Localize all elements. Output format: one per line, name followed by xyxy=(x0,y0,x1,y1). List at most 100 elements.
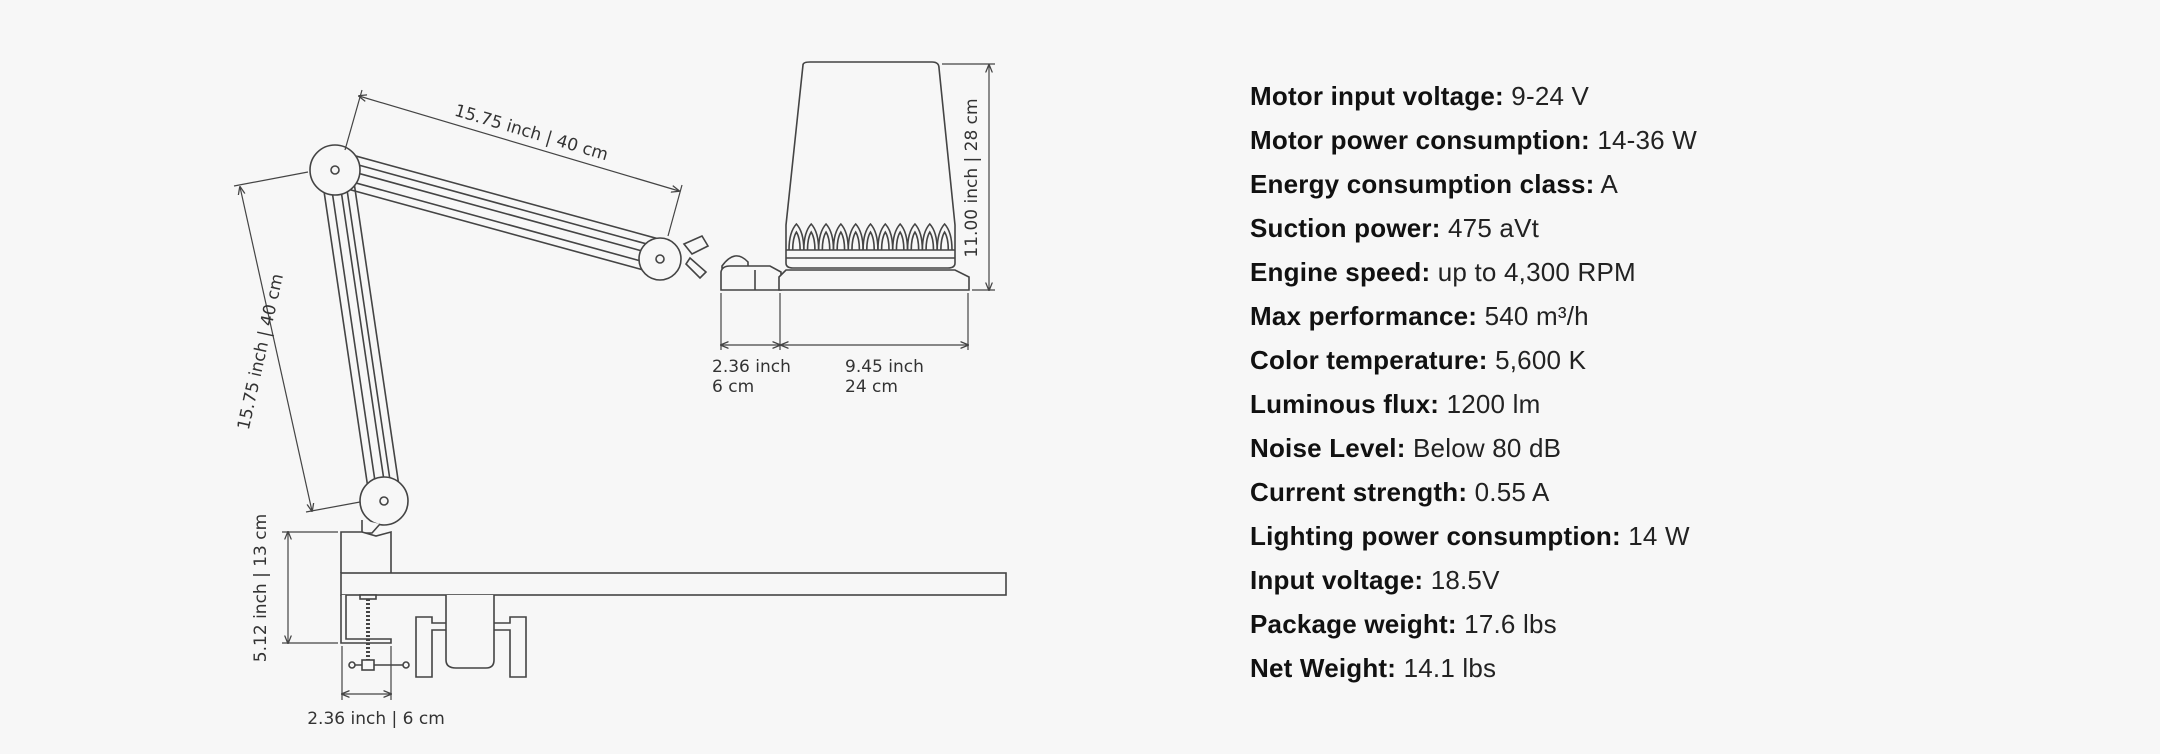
spec-item: Input voltage: 18.5V xyxy=(1250,558,1697,602)
shade-petal xyxy=(803,222,820,251)
desk-top xyxy=(340,572,1007,596)
lower-joint-pivot xyxy=(379,496,389,506)
lower-arm-bar xyxy=(328,170,379,502)
spec-label: Max performance: xyxy=(1250,301,1478,331)
joints xyxy=(309,144,682,526)
shade-petal-inner xyxy=(821,230,831,251)
upper-arm-label: 15.75 inch | 40 cm xyxy=(452,101,610,165)
head-base-width-inch-label: 2.36 inch xyxy=(712,357,791,377)
clamp-width-label: 2.36 inch | 6 cm xyxy=(307,709,445,729)
shade-petal xyxy=(877,222,894,251)
shade-petal xyxy=(817,222,835,251)
lamp-dimension-diagram: 15.75 inch | 40 cm 15.75 inch | 40 cm 11… xyxy=(233,61,1007,729)
clamp-pad xyxy=(359,594,377,600)
spec-item: Net Weight: 14.1 lbs xyxy=(1250,646,1697,690)
shade-base-width-inch-label: 9.45 inch xyxy=(845,357,924,377)
spec-item: Lighting power consumption: 14 W xyxy=(1250,514,1697,558)
shade-petal xyxy=(788,222,805,251)
spec-value: up to 4,300 RPM xyxy=(1437,257,1636,287)
extension-line xyxy=(233,171,309,187)
extension-line xyxy=(667,184,683,237)
lower-arm-bar xyxy=(343,168,394,500)
head-joint-pivot xyxy=(655,254,665,264)
shade-petal-inner xyxy=(940,230,950,251)
shade-height-label: 11.00 inch | 28 cm xyxy=(962,98,982,257)
shade-petal xyxy=(847,222,864,251)
lower-arm-dim-line xyxy=(240,187,312,511)
handle-end xyxy=(348,661,356,669)
shade-petal-inner xyxy=(865,230,876,251)
shade-petal-inner xyxy=(925,230,935,251)
spec-item: Current strength: 0.55 A xyxy=(1250,470,1697,514)
spec-label: Luminous flux: xyxy=(1250,389,1440,419)
spec-item: Noise Level: Below 80 dB xyxy=(1250,426,1697,470)
spec-value: 17.6 lbs xyxy=(1464,609,1557,639)
lower-arm-label: 15.75 inch | 40 cm xyxy=(234,272,288,432)
spec-value: 9-24 V xyxy=(1511,81,1590,111)
spec-label: Net Weight: xyxy=(1250,653,1397,683)
spec-value: 14.1 lbs xyxy=(1403,653,1497,683)
handle-end xyxy=(402,661,410,669)
spec-label: Lighting power consumption: xyxy=(1250,521,1621,551)
spec-label: Suction power: xyxy=(1250,213,1441,243)
spec-label: Current strength: xyxy=(1250,477,1468,507)
spec-item: Max performance: 540 m³/h xyxy=(1250,294,1697,338)
lower-arm-bar xyxy=(351,167,402,499)
spec-label: Motor power consumption: xyxy=(1250,125,1590,155)
cable-holder-inner xyxy=(445,595,495,669)
shade-petal-inner xyxy=(806,230,816,251)
upper-arm-dim-line xyxy=(359,96,679,191)
spec-label: Color temperature: xyxy=(1250,345,1488,375)
spec-label: Package weight: xyxy=(1250,609,1457,639)
spec-label: Noise Level: xyxy=(1250,433,1406,463)
tilt-knob xyxy=(682,234,710,280)
spec-value: 1200 lm xyxy=(1446,389,1541,419)
spec-value: 14 W xyxy=(1628,521,1690,551)
head-small-base xyxy=(720,265,782,291)
lower-arm-bar xyxy=(320,171,371,504)
spec-item: Energy consumption class: A xyxy=(1250,162,1697,206)
spec-label: Input voltage: xyxy=(1250,565,1424,595)
shade-petal xyxy=(862,222,879,251)
lamp-shade xyxy=(785,61,956,269)
spec-label: Energy consumption class: xyxy=(1250,169,1595,199)
handle-hub xyxy=(361,659,375,671)
shade-petal-inner xyxy=(791,230,801,251)
shade-petal xyxy=(891,222,909,251)
spec-item: Motor power consumption: 14-36 W xyxy=(1250,118,1697,162)
shade-petal-inner xyxy=(851,230,861,251)
spec-value: Below 80 dB xyxy=(1413,433,1562,463)
shade-petal-inner xyxy=(836,230,846,251)
spec-value: 5,600 K xyxy=(1495,345,1587,375)
clamp-block xyxy=(340,530,392,573)
clamp-height-label: 5.12 inch | 13 cm xyxy=(251,514,271,662)
shade-petal xyxy=(906,222,924,251)
spec-item: Luminous flux: 1200 lm xyxy=(1250,382,1697,426)
spec-item: Package weight: 17.6 lbs xyxy=(1250,602,1697,646)
lower-arm-bar xyxy=(337,169,388,501)
upper-arm-bar xyxy=(332,175,659,267)
shade-base xyxy=(778,269,970,291)
desk-clamp xyxy=(340,520,1007,678)
spec-label: Motor input voltage: xyxy=(1250,81,1504,111)
shade-petal-inner xyxy=(895,230,905,251)
upper-arm-bar xyxy=(339,150,666,242)
spec-value: 14-36 W xyxy=(1597,125,1697,155)
upper-arm-bar xyxy=(337,158,664,250)
shade-base-width-cm-label: 24 cm xyxy=(845,377,898,397)
lamp-arms xyxy=(320,150,666,504)
extension-line xyxy=(344,89,363,151)
shade-petal xyxy=(936,222,953,251)
lamp-head xyxy=(682,61,970,291)
dimension-lines xyxy=(233,63,995,700)
shade-petal-inner xyxy=(910,230,920,251)
spec-value: 18.5V xyxy=(1430,565,1500,595)
spec-value: A xyxy=(1600,169,1619,199)
spec-item: Engine speed: up to 4,300 RPM xyxy=(1250,250,1697,294)
clamp-c-bracket xyxy=(340,595,392,644)
shade-petal-inner xyxy=(880,230,890,251)
upper-arm-bar xyxy=(335,166,662,257)
spec-item: Color temperature: 5,600 K xyxy=(1250,338,1697,382)
upper-arm-bar xyxy=(330,183,657,275)
specifications-list: Motor input voltage: 9-24 V Motor power c… xyxy=(1250,74,1697,690)
